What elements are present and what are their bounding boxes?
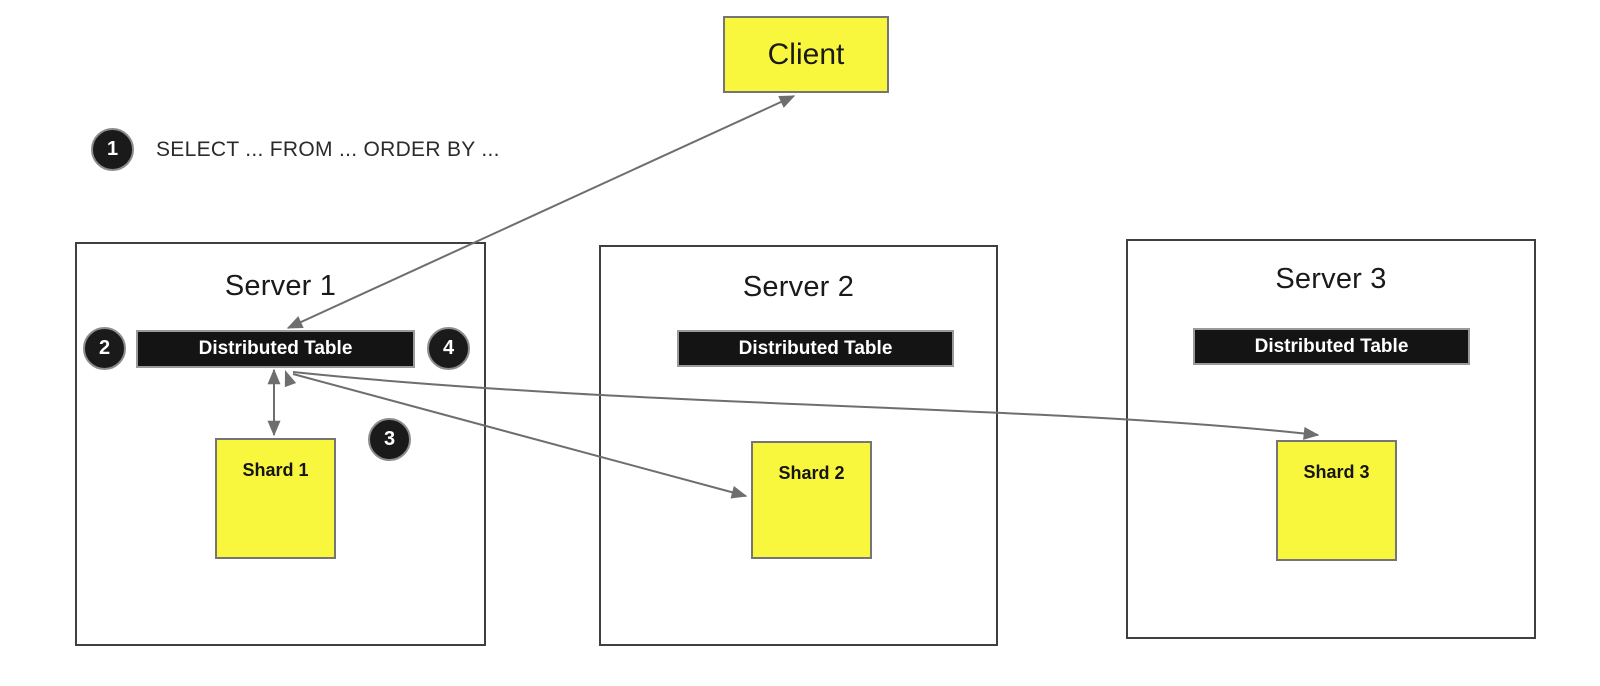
server-3-box: Server 3 [1126, 239, 1536, 639]
server-2-distributed-table: Distributed Table [677, 330, 954, 367]
step-3-badge: 3 [368, 418, 411, 461]
server-3-title: Server 3 [1275, 263, 1387, 295]
server-2-title: Server 2 [742, 271, 855, 303]
step-4-badge: 4 [427, 327, 470, 370]
server-3-distributed-table: Distributed Table [1193, 328, 1470, 365]
step-2-badge: 2 [83, 327, 126, 370]
client-box: Client [723, 16, 889, 93]
server-1-distributed-table: Distributed Table [136, 330, 415, 368]
server-1-shard-box: Shard 1 [215, 438, 336, 559]
step-1-badge: 1 [91, 128, 134, 171]
server-2-shard-box: Shard 2 [751, 441, 872, 559]
server-1-title: Server 1 [224, 270, 337, 302]
query-annotation: SELECT ... FROM ... ORDER BY ... [156, 138, 500, 161]
client-label: Client [767, 37, 845, 71]
server-3-shard-box: Shard 3 [1276, 440, 1397, 561]
